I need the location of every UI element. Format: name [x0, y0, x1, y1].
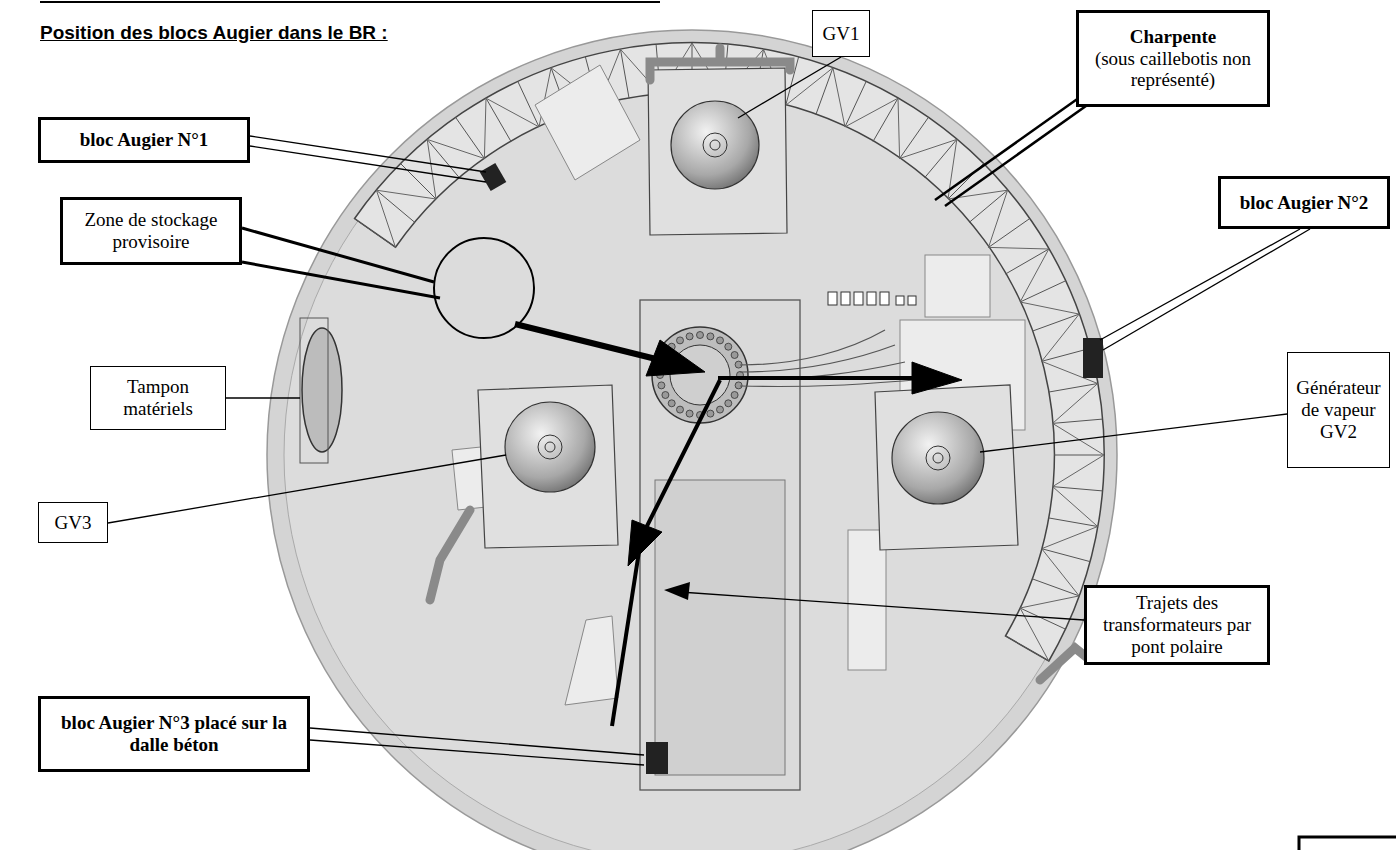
- title: Position des blocs Augier dans le BR :: [40, 22, 388, 44]
- callout-box: GV1: [812, 10, 870, 57]
- callout-box: GV3: [38, 502, 108, 543]
- callout-box: bloc Augier N°3 placé sur la dalle béton: [38, 696, 310, 772]
- callout-box: Trajets des transformateurs par pont pol…: [1084, 585, 1270, 665]
- callout-text: Générateur de vapeur GV2: [1294, 377, 1383, 443]
- callout-text: Trajets des transformateurs par pont pol…: [1093, 592, 1261, 658]
- callout-text: GV3: [55, 512, 92, 534]
- callout-box: Générateur de vapeur GV2: [1287, 352, 1390, 468]
- central-pit: [640, 300, 800, 790]
- reactor-studs: [657, 332, 744, 419]
- callout-box: Tampon matériels: [90, 366, 226, 430]
- callout-text: bloc Augier N°3 placé sur la dalle béton: [47, 712, 301, 756]
- callout-text: Charpente: [1130, 26, 1217, 48]
- callout-text: bloc Augier N°1: [80, 129, 209, 151]
- callout-text: Zone de stockage provisoire: [69, 209, 233, 253]
- cabinets: [828, 292, 916, 305]
- callout-text: Tampon matériels: [97, 376, 219, 420]
- callout-box: bloc Augier N°2: [1218, 176, 1390, 229]
- hatch-frame: [300, 318, 328, 463]
- callout-box: Zone de stockage provisoire: [60, 197, 242, 265]
- equipment-hatch: [302, 328, 342, 452]
- callout-box: Charpente(sous caillebotis non représent…: [1076, 10, 1270, 107]
- callout-text: GV1: [823, 23, 860, 45]
- callout-box: bloc Augier N°1: [38, 117, 250, 163]
- callout-text: bloc Augier N°2: [1240, 192, 1369, 214]
- rule-line: [40, 1, 660, 3]
- pool: [655, 480, 785, 775]
- arrow-head: [664, 582, 690, 600]
- building-outline: [267, 30, 1117, 850]
- augier-block: [480, 163, 1103, 774]
- cut-off-box: [1299, 837, 1396, 850]
- transformer-routes: [515, 324, 962, 726]
- callout-text: (sous caillebotis non représenté): [1085, 48, 1261, 92]
- leader-line: [108, 57, 1310, 765]
